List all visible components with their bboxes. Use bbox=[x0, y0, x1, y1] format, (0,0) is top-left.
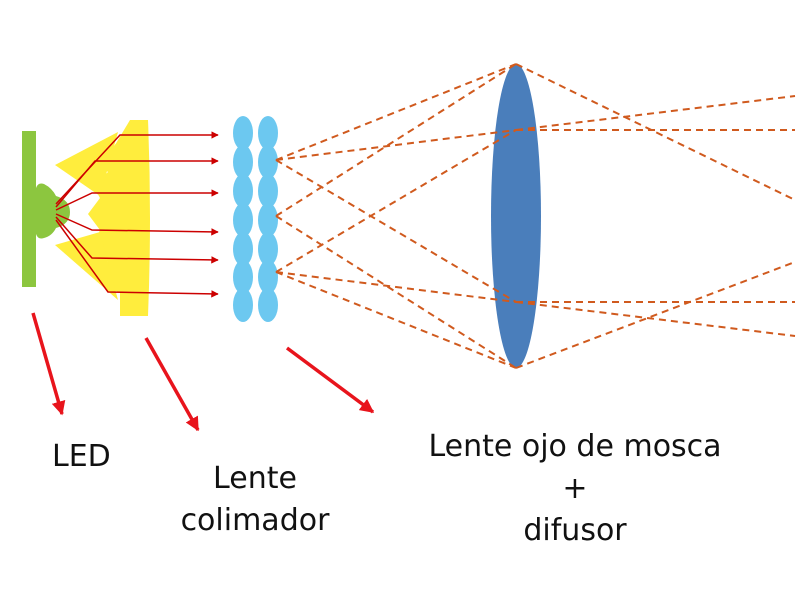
led-emitter bbox=[36, 183, 70, 239]
led-ray bbox=[55, 157, 219, 208]
microlens bbox=[258, 232, 278, 266]
flyeye-label-line-1: Lente ojo de mosca bbox=[428, 429, 722, 464]
microlens bbox=[233, 145, 253, 179]
flyeye-pointer-arrow bbox=[285, 346, 375, 414]
microlens bbox=[258, 145, 278, 179]
microlens bbox=[258, 116, 278, 150]
microlens bbox=[258, 203, 278, 237]
dashed-ray bbox=[275, 159, 517, 303]
led-rays bbox=[55, 131, 219, 298]
fly-eye-lens-array bbox=[233, 116, 278, 322]
microlens bbox=[233, 288, 253, 322]
microlens bbox=[233, 174, 253, 208]
microlens bbox=[233, 116, 253, 150]
flyeye-label-line-3: difusor bbox=[523, 513, 627, 548]
flyeye-label-line-2: + bbox=[562, 471, 588, 506]
dashed-ray bbox=[275, 271, 517, 303]
collimator-label-line-1: Lente bbox=[213, 461, 297, 496]
dashed-ray bbox=[515, 261, 796, 369]
collimator-lens bbox=[88, 120, 150, 316]
led-board bbox=[22, 131, 36, 287]
dashed-rays bbox=[275, 63, 796, 369]
dashed-ray bbox=[275, 129, 517, 273]
dashed-ray bbox=[515, 63, 796, 201]
collimator-lens-wing-top bbox=[55, 132, 118, 196]
collimator-label: Lente colimador bbox=[170, 458, 340, 542]
microlens bbox=[258, 288, 278, 322]
led-label: LED bbox=[52, 436, 111, 478]
led-ray bbox=[55, 216, 219, 264]
led-label-text: LED bbox=[52, 439, 111, 474]
led-ray bbox=[55, 219, 219, 298]
led-ray bbox=[55, 213, 219, 236]
dashed-ray bbox=[515, 95, 796, 131]
collimator-pointer-arrow bbox=[144, 337, 200, 432]
microlens bbox=[233, 232, 253, 266]
led-pointer-arrow bbox=[31, 312, 66, 416]
condenser-lens bbox=[491, 64, 541, 368]
dashed-ray bbox=[275, 129, 517, 161]
microlens bbox=[233, 260, 253, 294]
collimator-label-line-2: colimador bbox=[180, 503, 330, 538]
led-ray bbox=[55, 189, 219, 211]
dashed-ray bbox=[515, 301, 796, 337]
pointer-arrows bbox=[31, 312, 375, 432]
dashed-ray bbox=[275, 63, 517, 217]
microlens bbox=[258, 260, 278, 294]
microlens bbox=[233, 203, 253, 237]
dashed-ray bbox=[275, 215, 517, 369]
microlens bbox=[258, 174, 278, 208]
flyeye-diffuser-label: Lente ojo de mosca + difusor bbox=[410, 426, 740, 552]
